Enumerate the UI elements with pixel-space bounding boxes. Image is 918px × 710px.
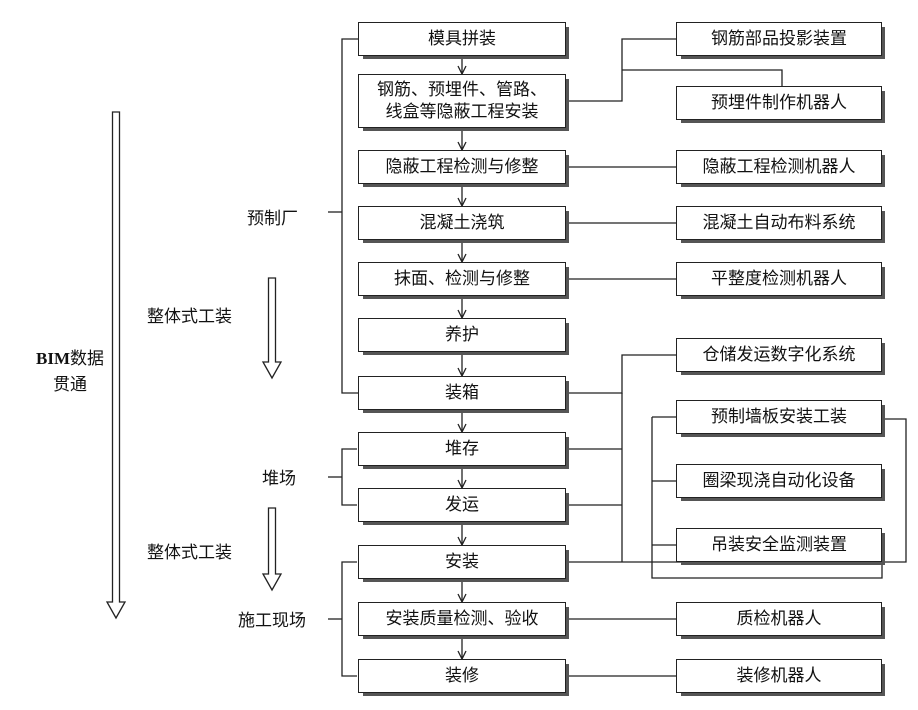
equipment-label: 预制墙板安装工装 [711,406,847,428]
equipment-hoisting-monitor: 吊装安全监测装置 [676,528,882,562]
process-step-storage: 堆存 [358,432,566,466]
connector-warehouse-system [566,355,676,393]
equipment-concealed-inspection-robot: 隐蔽工程检测机器人 [676,150,882,184]
tooling-label-lower: 整体式工装 [147,538,232,563]
equipment-embedded-parts-robot: 预埋件制作机器人 [676,86,882,120]
stage-label-factory: 预制厂 [247,204,298,229]
bim-label-rest: 数据 [70,349,104,369]
process-step-label: 发运 [445,494,479,516]
equipment-qc-robot: 质检机器人 [676,602,882,636]
bracket-site [342,562,357,676]
process-step-quality-acceptance: 安装质量检测、验收 [358,602,566,636]
process-step-mold-assembly: 模具拼装 [358,22,566,56]
equipment-concrete-distribution-system: 混凝土自动布料系统 [676,206,882,240]
bim-data-label: BIM数据 贯通 [20,346,120,398]
process-step-label: 钢筋、预埋件、管路、 线盒等隐蔽工程安装 [377,79,547,123]
equipment-ring-beam-device: 圈梁现浇自动化设备 [676,464,882,498]
equipment-wallboard-tooling: 预制墙板安装工装 [676,400,882,434]
process-step-installation: 安装 [358,545,566,579]
equipment-decoration-robot: 装修机器人 [676,659,882,693]
process-step-shipping: 发运 [358,488,566,522]
process-step-concealed-inspection: 隐蔽工程检测与修整 [358,150,566,184]
process-step-curing: 养护 [358,318,566,352]
stage-label-yard: 堆场 [262,464,296,489]
equipment-label: 钢筋部品投影装置 [711,28,847,50]
equipment-label: 圈梁现浇自动化设备 [703,470,856,492]
equipment-label: 隐蔽工程检测机器人 [703,156,856,178]
equipment-rebar-projector: 钢筋部品投影装置 [676,22,882,56]
process-step-label: 安装质量检测、验收 [386,608,539,630]
process-step-packing: 装箱 [358,376,566,410]
equipment-label: 仓储发运数字化系统 [703,344,856,366]
process-step-label: 隐蔽工程检测与修整 [386,156,539,178]
process-step-label: 装箱 [445,382,479,404]
bracket-factory [342,39,359,393]
bracket-yard [342,449,357,505]
equipment-label: 吊装安全监测装置 [711,534,847,556]
process-step-label: 堆存 [445,438,479,460]
process-step-label: 混凝土浇筑 [420,212,505,234]
equipment-warehouse-digital-system: 仓储发运数字化系统 [676,338,882,372]
stage-label-site: 施工现场 [238,606,306,631]
tooling-label-upper: 整体式工装 [147,302,232,327]
bim-label-line2: 贯通 [20,372,120,398]
process-step-label: 模具拼装 [428,28,496,50]
process-step-decoration: 装修 [358,659,566,693]
equipment-label: 装修机器人 [737,665,822,687]
process-step-concrete-pouring: 混凝土浇筑 [358,206,566,240]
equipment-label: 质检机器人 [737,608,822,630]
equipment-label: 混凝土自动布料系统 [703,212,856,234]
process-step-label: 养护 [445,324,479,346]
equipment-label: 平整度检测机器人 [711,268,847,290]
process-step-label: 装修 [445,665,479,687]
process-step-label: 抹面、检测与修整 [394,268,530,290]
connector-embedded-robot [622,70,782,86]
process-step-label: 安装 [445,551,479,573]
process-step-finishing: 抹面、检测与修整 [358,262,566,296]
process-step-concealed-installation: 钢筋、预埋件、管路、 线盒等隐蔽工程安装 [358,74,566,128]
tooling-flow-arrow-upper [263,278,281,378]
tooling-flow-arrow-lower [263,508,281,590]
equipment-label: 预埋件制作机器人 [711,92,847,114]
equipment-flatness-robot: 平整度检测机器人 [676,262,882,296]
bim-label-bold: BIM [36,349,70,368]
